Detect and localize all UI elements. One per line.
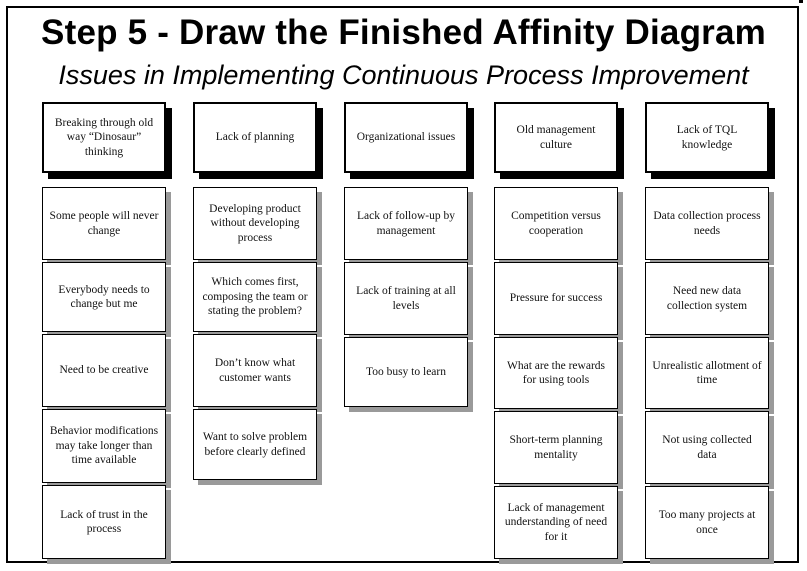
idea-card: Data collection process needs <box>645 187 769 260</box>
diagram-title: Step 5 - Draw the Finished Affinity Diag… <box>41 13 766 52</box>
idea-card: Behavior modifications may take longer t… <box>42 409 166 483</box>
idea-card: Competition versus cooperation <box>494 187 618 260</box>
column-header-card: Organizational issues <box>344 102 468 173</box>
idea-card: Lack of management understanding of need… <box>494 486 618 559</box>
idea-card: Unrealistic allotment of time <box>645 337 769 409</box>
idea-card: Pressure for success <box>494 262 618 335</box>
idea-card: What are the rewards for using tools <box>494 337 618 409</box>
idea-card: Not using collected data <box>645 411 769 484</box>
idea-card: Need new data collection system <box>645 262 769 335</box>
corner-mark <box>799 0 803 3</box>
column-header-card: Breaking through old way “Dinosaur” thin… <box>42 102 166 173</box>
idea-card: Everybody needs to change but me <box>42 262 166 332</box>
idea-card: Lack of trust in the process <box>42 485 166 559</box>
diagram-frame <box>6 6 799 563</box>
idea-card: Lack of follow-up by management <box>344 187 468 260</box>
idea-card: Lack of training at all levels <box>344 262 468 335</box>
idea-card: Too busy to learn <box>344 337 468 407</box>
column-header-card: Old management culture <box>494 102 618 173</box>
idea-card: Some people will never change <box>42 187 166 260</box>
idea-card: Don’t know what customer wants <box>193 334 317 407</box>
column-header-card: Lack of planning <box>193 102 317 173</box>
diagram-subtitle: Issues in Implementing Continuous Proces… <box>58 60 749 90</box>
idea-card: Too many projects at once <box>645 486 769 559</box>
idea-card: Want to solve problem before clearly def… <box>193 409 317 480</box>
idea-card: Need to be creative <box>42 334 166 407</box>
idea-card: Developing product without developing pr… <box>193 187 317 260</box>
column-header-card: Lack of TQL knowledge <box>645 102 769 173</box>
idea-card: Short-term planning mentality <box>494 411 618 484</box>
idea-card: Which comes first, composing the team or… <box>193 262 317 332</box>
